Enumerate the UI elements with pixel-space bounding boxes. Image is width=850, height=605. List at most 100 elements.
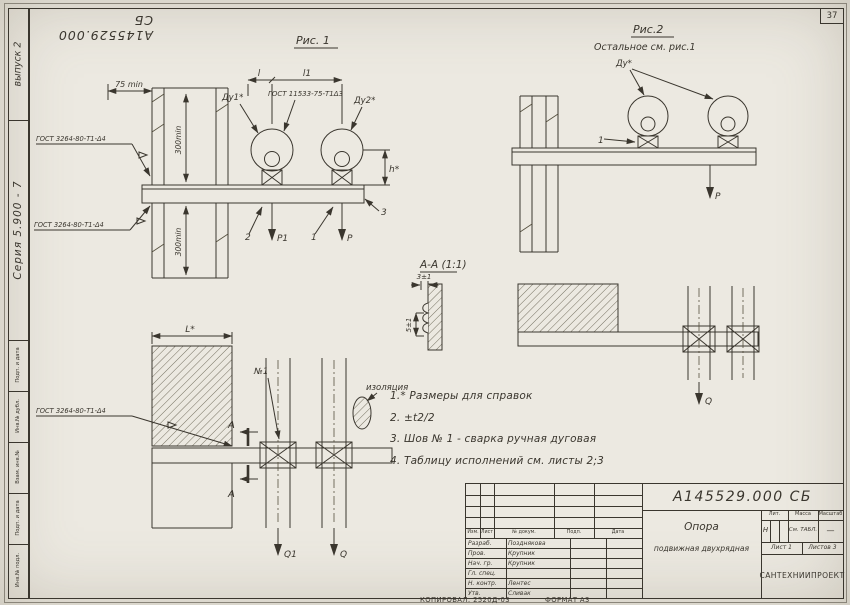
grid-line [494,484,495,538]
section-title: А-А (1:1) [419,259,467,271]
grid-line [818,510,819,542]
note-line: 2. ±t2/2 [390,411,435,424]
left-margin-column [8,8,30,599]
stamp-divider [8,442,28,443]
load-label: Q1 [284,550,297,560]
dim-3-label: 3±1 [417,273,432,281]
dim-l1-label: l1 [303,69,311,79]
grid-line [761,554,843,555]
header-data: Дата [611,530,625,536]
stamp-divider [8,120,28,121]
section-mark: А [227,489,235,500]
grid-line [480,484,481,538]
grid-line [466,548,642,549]
weld-callout: ГОСТ 3264-80-Т1-Δ4 [36,407,106,415]
grid-line [770,520,771,542]
section-aa: А-А (1:1) 3±1 5±1 [405,259,467,351]
dim-5-label: 5±1 [405,318,413,333]
section-mark: А [227,420,235,431]
lit-value: Н [762,526,769,535]
dim-75-label: 75 min [115,80,143,89]
footer-copied: КОПИРОВАЛ: 2520Д-03 [420,596,511,604]
grid-line [802,542,803,554]
load-label: Q [705,397,712,407]
weld-callout: ГОСТ 3264-80-Т1-Δ4 [34,221,104,229]
sig-role: Пров. [468,550,486,557]
fig2-title: Рис.2 [633,23,663,36]
position-number: 3 [381,208,387,218]
weld-callout: ГОСТ 11533-75-Т1Δ3 [268,90,343,98]
dim-h-label: h* [389,165,400,175]
fig2: Ду* 1 P Рис.2 Остальное см. рис.1 [511,23,757,253]
sig-role: Н. контр. [468,580,497,587]
note-line: 3. Шов № 1 - сварка ручная дуговая [390,433,597,445]
scale-label: Масштаб [818,511,843,518]
grid-line [788,510,789,542]
sig-name: Позднякова [508,540,546,547]
doc-name-line1: Опора [684,521,719,534]
grid-line [594,484,595,538]
title-block: Изм. Лист № докум. Подп. Дата Разраб. По… [465,483,844,599]
page-number: 37 [820,8,844,24]
grid-line [466,558,642,559]
title-block-divider [642,484,643,598]
grid-line [570,538,571,598]
fig3: L* изоляция №1 А А ГОСТ 3264-80-Т1-Δ4 [36,325,408,560]
note-line: 4. Таблицу исполнений см. листы 2;3 [390,454,605,467]
position-number: 2 [245,233,251,243]
insulation-label: изоляция [366,383,408,393]
stamp-divider [8,493,28,494]
stamp-divider [8,391,28,392]
load-label: Q [340,550,347,560]
dim-300-top-label: 300min [174,126,183,155]
sig-name: Крупник [508,560,535,567]
position-number: 1 [311,233,317,243]
weld-callout: ГОСТ 3264-80-Т1-Δ4 [36,135,106,143]
scale-value: — [826,525,835,535]
grid-line [606,538,607,598]
load-label: P [347,234,353,244]
position-number: №1 [253,367,268,377]
notes-block: 1.* Размеры для справок 2. ±t2/2 3. Шов … [390,390,658,476]
sheets-total: Листов 3 [808,543,837,551]
stamp-divider [8,340,28,341]
dim-300-bottom-label: 300min [174,228,183,257]
grid-line [466,578,642,579]
grid-line [466,568,642,569]
drawing-frame [28,8,844,599]
grid-line [779,520,780,542]
lit-label: Лит. [768,511,781,518]
fig2-subtitle: Остальное см. рис.1 [594,42,696,53]
mass-value: См. ТАБЛ. [788,527,818,534]
sheet-number: Лист 1 [771,543,792,551]
grid-line [506,538,507,598]
header-doc: № докум. [512,530,536,536]
header-podp: Подп. [566,530,582,536]
footer-format: ФОРМАТ А3 [545,596,590,604]
outer-border [4,3,847,603]
sig-name: Крупник [508,550,535,557]
sig-role: Утв. [468,590,481,597]
grid-line [466,538,642,539]
header-list: Лист [480,530,494,536]
doc-code: А145529.000 СБ [672,488,813,505]
fig4: Q [517,283,760,407]
du-label: Ду* [615,59,632,69]
du1-label: Ду1* [221,93,243,103]
doc-name-line2: подвижная двухрядная [653,544,750,554]
dim-L-label: L* [185,325,195,335]
mass-label: Масса [795,511,811,518]
grid-line [642,510,843,511]
load-label: P [715,192,721,202]
du2-label: Ду2* [353,96,375,106]
company-name: САНТЕХНИИПРОЕКТ [759,571,845,581]
header-izm: Изм. [467,530,479,536]
sig-role: Нач. гр. [468,560,493,567]
grid-line [466,588,642,589]
sig-name: Сливак [508,590,531,597]
sig-role: Гл. спец. [468,570,496,577]
grid-line [554,484,555,538]
load-label: P1 [277,234,288,244]
